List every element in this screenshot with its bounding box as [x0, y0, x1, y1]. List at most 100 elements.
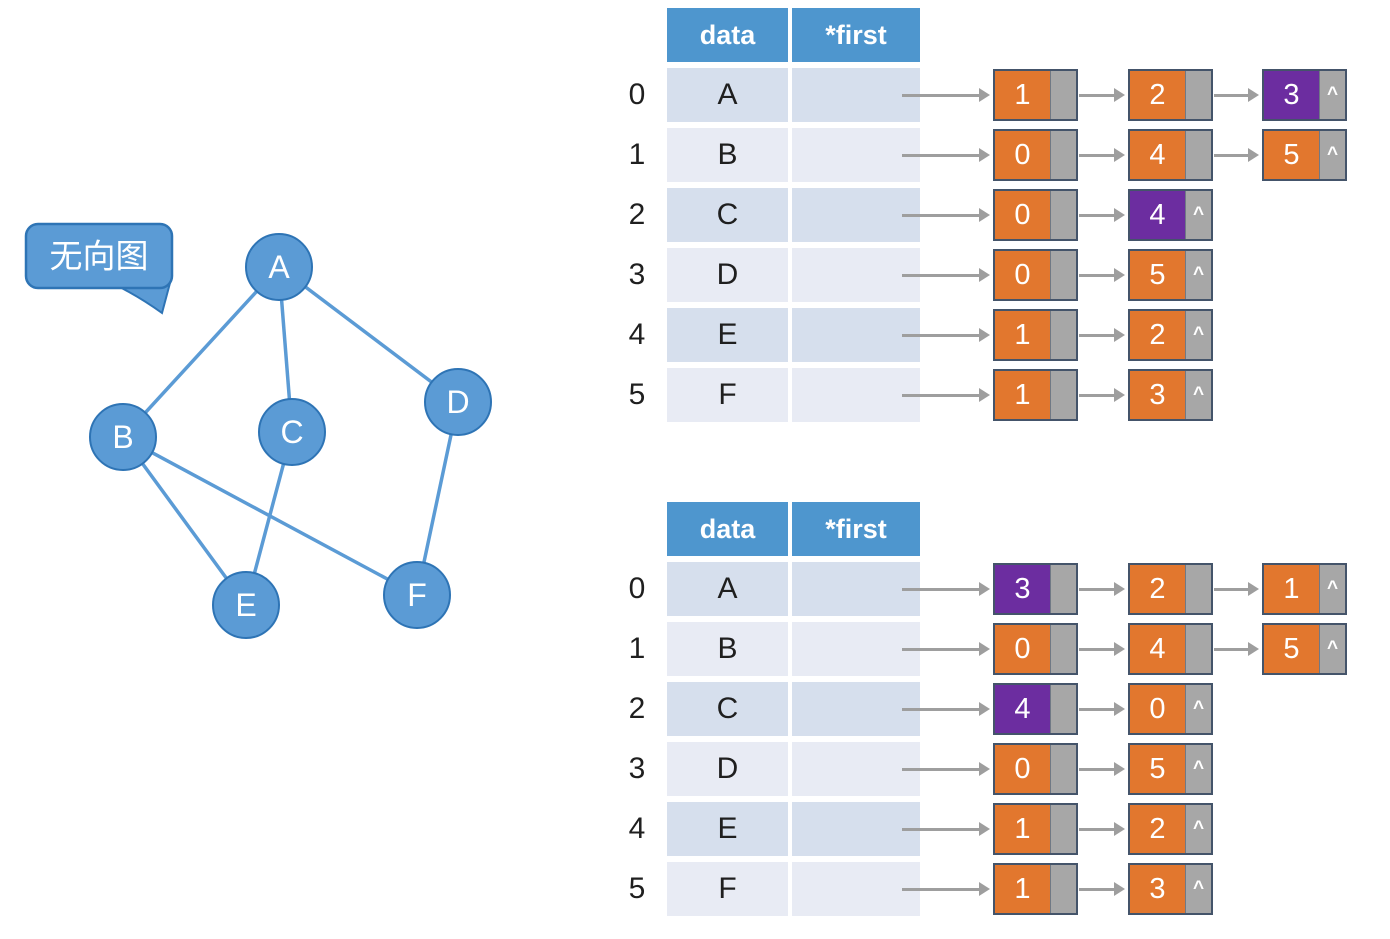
- graph-node-label-A: A: [268, 249, 290, 285]
- data-cell: A: [667, 68, 788, 122]
- list-node: 4^: [1128, 189, 1213, 241]
- null-pointer-box: ^: [1319, 625, 1345, 673]
- next-pointer-box: [1050, 311, 1076, 359]
- data-cell: D: [667, 742, 788, 796]
- first-pointer-arrow: [902, 827, 980, 831]
- graph-node-label-F: F: [407, 577, 427, 613]
- list-node: 3^: [1128, 863, 1213, 915]
- next-pointer-box: [1050, 625, 1076, 673]
- list-node: 1: [993, 309, 1078, 361]
- list-node: 2^: [1128, 803, 1213, 855]
- node-value: 4: [1130, 191, 1185, 239]
- next-pointer-arrow: [1214, 587, 1249, 591]
- next-pointer-arrow: [1214, 153, 1249, 157]
- list-node: 5^: [1262, 129, 1347, 181]
- next-pointer-box: [1185, 131, 1211, 179]
- first-pointer-arrow: [902, 93, 980, 97]
- first-pointer-arrow: [902, 213, 980, 217]
- null-pointer-box: ^: [1185, 745, 1211, 793]
- list-node: 1: [993, 863, 1078, 915]
- list-node: 0: [993, 129, 1078, 181]
- next-pointer-arrow: [1214, 647, 1249, 651]
- null-pointer-box: ^: [1185, 685, 1211, 733]
- data-cell: C: [667, 682, 788, 736]
- data-cell: E: [667, 308, 788, 362]
- null-pointer-box: ^: [1319, 71, 1345, 119]
- list-node: 3: [993, 563, 1078, 615]
- row-index: 5: [628, 872, 646, 905]
- graph-node-label-C: C: [280, 414, 303, 450]
- column-header-first: *first: [792, 502, 920, 556]
- null-pointer-box: ^: [1185, 371, 1211, 419]
- list-node: 0^: [1128, 683, 1213, 735]
- data-cell: D: [667, 248, 788, 302]
- first-pointer-arrow: [902, 647, 980, 651]
- row-index: 4: [628, 318, 646, 351]
- graph-node-F: [383, 561, 451, 629]
- row-index: 2: [628, 692, 646, 725]
- next-pointer-arrow: [1079, 887, 1115, 891]
- first-pointer-cell: [792, 248, 920, 302]
- annotation-label: 无向图: [50, 238, 149, 275]
- first-pointer-arrow: [902, 393, 980, 397]
- node-value: 2: [1130, 565, 1185, 613]
- next-pointer-box: [1050, 371, 1076, 419]
- next-pointer-box: [1050, 745, 1076, 793]
- first-pointer-cell: [792, 802, 920, 856]
- node-value: 0: [995, 625, 1050, 673]
- first-pointer-cell: [792, 862, 920, 916]
- row-index: 3: [628, 258, 646, 291]
- node-value: 0: [995, 191, 1050, 239]
- graph-node-label-D: D: [446, 384, 469, 420]
- list-node: 1^: [1262, 563, 1347, 615]
- node-value: 2: [1130, 71, 1185, 119]
- first-pointer-cell: [792, 188, 920, 242]
- next-pointer-box: [1050, 865, 1076, 913]
- first-pointer-cell: [792, 308, 920, 362]
- first-pointer-cell: [792, 368, 920, 422]
- list-node: 2: [1128, 69, 1213, 121]
- column-header-data: data: [667, 8, 788, 62]
- first-pointer-cell: [792, 682, 920, 736]
- column-header-first: *first: [792, 8, 920, 62]
- node-value: 1: [995, 371, 1050, 419]
- next-pointer-arrow: [1079, 213, 1115, 217]
- next-pointer-arrow: [1214, 93, 1249, 97]
- graph-node-E: [212, 571, 280, 639]
- list-node: 0: [993, 249, 1078, 301]
- next-pointer-box: [1050, 251, 1076, 299]
- row-index: 0: [628, 572, 646, 605]
- node-value: 5: [1264, 625, 1319, 673]
- node-value: 1: [995, 71, 1050, 119]
- list-node: 2: [1128, 563, 1213, 615]
- node-value: 3: [1130, 371, 1185, 419]
- data-cell: F: [667, 368, 788, 422]
- next-pointer-box: [1185, 565, 1211, 613]
- node-value: 2: [1130, 805, 1185, 853]
- first-pointer-cell: [792, 622, 920, 676]
- first-pointer-arrow: [902, 707, 980, 711]
- node-value: 5: [1130, 251, 1185, 299]
- next-pointer-arrow: [1079, 93, 1115, 97]
- node-value: 1: [1264, 565, 1319, 613]
- next-pointer-arrow: [1079, 827, 1115, 831]
- data-cell: A: [667, 562, 788, 616]
- next-pointer-arrow: [1079, 647, 1115, 651]
- node-value: 1: [995, 805, 1050, 853]
- next-pointer-box: [1050, 805, 1076, 853]
- first-pointer-cell: [792, 742, 920, 796]
- list-node: 0: [993, 623, 1078, 675]
- graph-node-B: [89, 403, 157, 471]
- list-node: 0: [993, 189, 1078, 241]
- next-pointer-box: [1185, 71, 1211, 119]
- list-node: 1: [993, 369, 1078, 421]
- row-index: 1: [628, 632, 646, 665]
- graph-edge-B-E: [121, 435, 248, 607]
- next-pointer-arrow: [1079, 587, 1115, 591]
- data-cell: B: [667, 128, 788, 182]
- node-value: 3: [1264, 71, 1319, 119]
- data-cell: C: [667, 188, 788, 242]
